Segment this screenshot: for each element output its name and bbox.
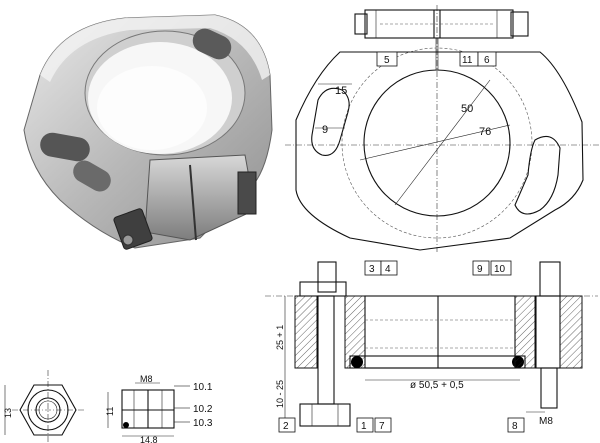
callout-7: 7 [379, 421, 385, 432]
clamp-photo [23, 14, 273, 250]
nut-part-10-1: 10.1 [193, 382, 213, 393]
section-view [265, 261, 598, 427]
dim-m8: M8 [539, 416, 553, 427]
callout-11: 11 [462, 55, 473, 66]
dim-9: 9 [322, 124, 328, 136]
nut-dim-11: 11 [105, 407, 115, 416]
nut-front-view [4, 370, 85, 443]
callout-3: 3 [369, 264, 375, 275]
callout-10-box [490, 260, 512, 276]
callout-9: 9 [477, 264, 483, 275]
dim-50: 50 [461, 103, 473, 115]
callout-2-box [278, 417, 296, 433]
callout-5-box [376, 51, 398, 67]
nut-part-10-2: 10.2 [193, 404, 213, 415]
nut-dim-14-8: 14,8 [140, 435, 158, 443]
callout-2: 2 [283, 421, 289, 432]
callout-4-box [380, 260, 398, 276]
callout-1: 1 [361, 421, 367, 432]
nut-part-10-3: 10.3 [193, 418, 213, 429]
callout-10: 10 [494, 264, 506, 275]
dim-10-25: 10 - 25 [275, 380, 285, 408]
callout-8: 8 [512, 421, 518, 432]
dim-76: 76 [479, 126, 491, 138]
dim-bore: ø 50,5 + 0,5 [410, 380, 464, 391]
nut-side-view [107, 382, 190, 437]
callout-7-box [374, 417, 392, 433]
callout-6-box [477, 51, 497, 67]
dim-25: 25 + 1 [275, 325, 285, 350]
callout-5: 5 [384, 55, 390, 66]
callout-1-box [356, 417, 374, 433]
top-view [285, 5, 600, 252]
callout-4: 4 [385, 264, 391, 275]
callout-6: 6 [484, 55, 490, 66]
dim-15: 15 [335, 85, 347, 97]
callout-9-box [472, 260, 490, 276]
nut-dim-13: 13 [3, 408, 13, 418]
nut-dim-m8: M8 [140, 374, 153, 384]
callout-8-box [507, 417, 525, 433]
